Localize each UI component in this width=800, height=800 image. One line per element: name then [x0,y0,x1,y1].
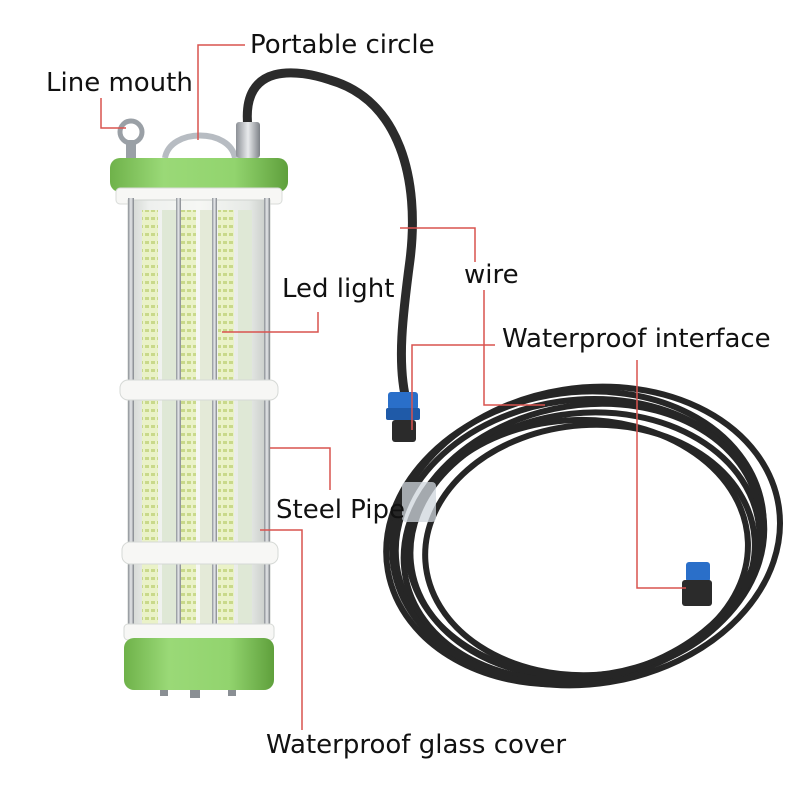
label-wire: wire [464,260,519,290]
coil-connector-icon [682,562,712,606]
label-waterproof-interface: Waterproof interface [502,324,771,354]
bottom-green-cap [124,638,274,690]
coiled-cable [383,383,783,689]
ring-lower [121,541,279,565]
led-strips [142,210,252,640]
top-hardware [117,118,260,159]
label-line-mouth: Line mouth [46,68,193,98]
ring-upper [119,379,279,401]
waterproof-connector-icon [386,392,420,442]
steel-rods [128,198,270,640]
label-portable-circle: Portable circle [250,30,435,60]
label-led-light: Led light [282,274,395,304]
label-steel-pipe: Steel Pipe [276,495,406,525]
top-green-cap [110,158,288,192]
lamp-cable [242,68,417,400]
leader-lines [100,44,686,730]
label-waterproof-glass-cover: Waterproof glass cover [266,730,567,760]
